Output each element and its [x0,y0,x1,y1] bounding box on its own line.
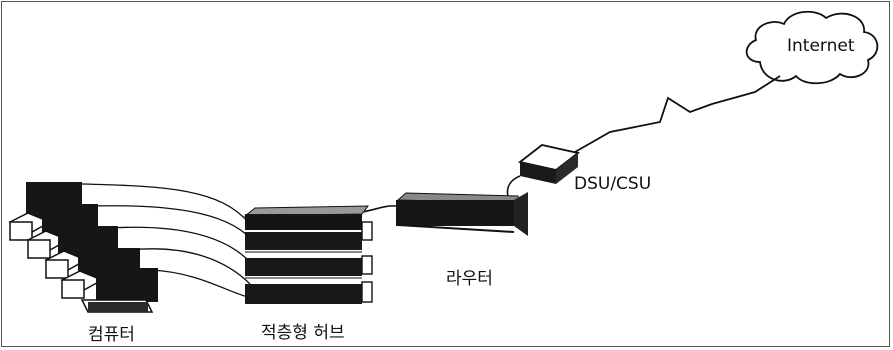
wan-link-icon [575,76,780,152]
computers-group-icon [10,182,158,312]
router-device-icon [396,192,528,236]
dsu-csu-label: DSU/CSU [574,174,651,194]
internet-label: Internet [787,36,855,56]
computers-label: 컴퓨터 [88,320,135,345]
stacked-hub-label: 적층형 허브 [261,318,345,343]
router-label: 라우터 [446,264,493,289]
dsu-csu-device-icon [520,145,578,184]
stacked-hub-device-icon [245,206,372,304]
